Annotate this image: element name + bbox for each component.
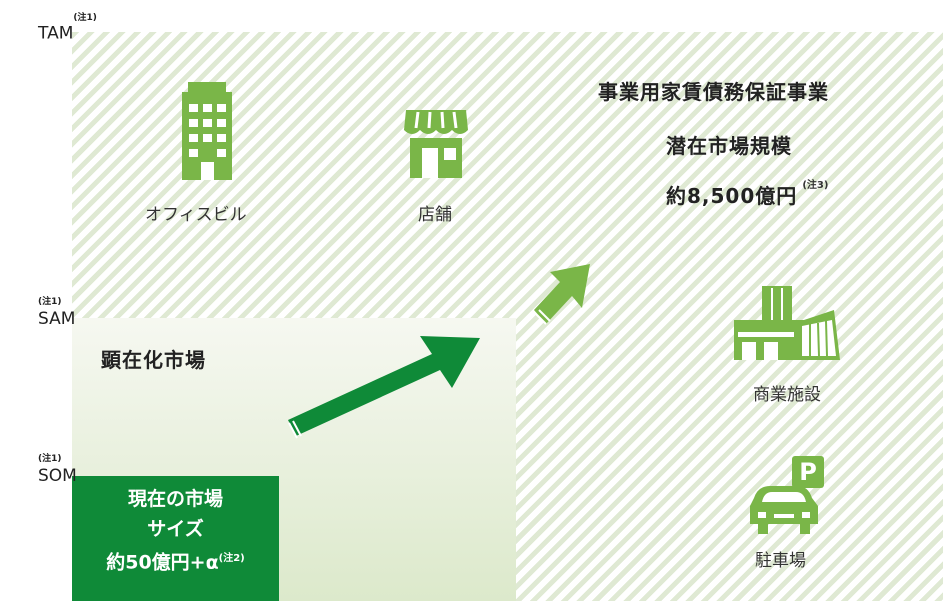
tam-headline-line2: 潜在市場規模 bbox=[666, 134, 792, 158]
growth-arrow-dark bbox=[280, 328, 510, 482]
som-area bbox=[72, 476, 279, 601]
commercial-facility-label: 商業施設 bbox=[753, 385, 821, 405]
store-label: 店舗 bbox=[418, 205, 452, 225]
parking-label: 駐車場 bbox=[755, 551, 806, 571]
commercial-facility-icon bbox=[734, 286, 844, 368]
tam-label: TAM(注1) bbox=[38, 13, 97, 44]
office-building-icon bbox=[176, 78, 238, 184]
office-building-label: オフィスビル bbox=[145, 205, 247, 225]
tam-headline-line3: 約8,500億円 (注3) bbox=[666, 180, 829, 208]
growth-arrow-light bbox=[524, 258, 604, 342]
parking-sign-label: P bbox=[799, 458, 817, 486]
store-icon bbox=[402, 106, 470, 184]
tam-headline-line1: 事業用家賃債務保証事業 bbox=[598, 80, 829, 104]
som-note: (注1) bbox=[38, 454, 62, 464]
sam-note: (注1) bbox=[38, 297, 62, 307]
som-text: 現在の市場 サイズ 約50億円+α(注2) bbox=[106, 488, 245, 574]
sam-label: SAM bbox=[38, 309, 76, 329]
parking-icon bbox=[748, 454, 828, 540]
sam-headline: 顕在化市場 bbox=[101, 348, 206, 372]
som-label: SOM bbox=[38, 466, 77, 486]
